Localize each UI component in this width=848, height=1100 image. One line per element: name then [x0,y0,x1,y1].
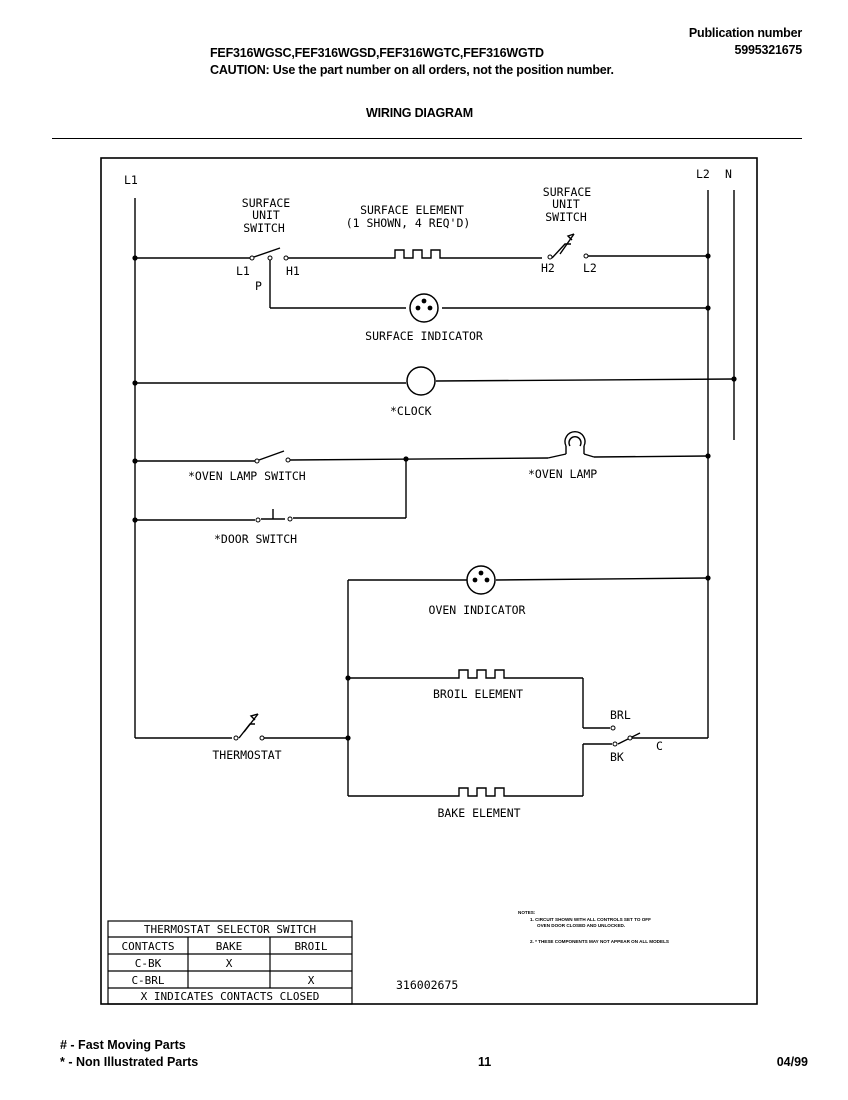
wires [100,157,758,1005]
surface-switch-right-line2: UNIT [552,197,580,211]
label-n: N [725,167,732,181]
clock-motor [406,366,436,396]
header-rule [52,138,802,139]
surface-switch-right-line1: SURFACE [543,185,592,199]
page-number: 11 [478,1055,492,1069]
surface-indicator-lamp [409,293,439,323]
table-header-bake: BAKE [216,940,243,953]
surface-switch-left-line2: UNIT [252,208,280,222]
caution-line: CAUTION: Use the part number on all orde… [210,63,614,77]
oven-lamp-label: *OVEN LAMP [528,467,597,481]
table-header-broil: BROIL [294,940,327,953]
terminal-h1-label: H1 [286,264,300,278]
surface-switch-left-line1: SURFACE [242,196,291,210]
note-1a: 1. CIRCUIT SHOWN WITH ALL CONTROLS SET T… [530,917,651,922]
drawing-number: 316002675 [396,978,458,992]
selector-c-label: C [656,739,663,753]
note-2: 2. * THESE COMPONENTS MAY NOT APPEAR ON … [530,939,669,944]
surface-element-line1: SURFACE ELEMENT [360,203,464,217]
surface-switch-right-blade [551,243,571,259]
publication-label: Publication number [688,26,802,40]
surface-element-symbol [388,249,447,259]
surface-switch-right-line3: SWITCH [545,210,587,224]
bake-element-label: BAKE ELEMENT [437,806,520,820]
terminal-p-label: P [255,279,262,293]
thermostat-label: THERMOSTAT [212,748,281,762]
oven-indicator-lamp [466,565,496,595]
oven-lamp-switch-label: *OVEN LAMP SWITCH [188,469,306,483]
revision-date: 04/99 [776,1055,808,1069]
surface-element-line2: (1 SHOWN, 4 REQ'D) [346,216,471,230]
table-header-contacts: CONTACTS [122,940,175,953]
terminal-l2-label: L2 [583,261,597,275]
label-l1: L1 [124,173,138,187]
door-switch-label: *DOOR SWITCH [214,532,297,546]
caution-prefix: CAUTION: [210,63,270,77]
model-numbers: FEF316WGSC,FEF316WGSD,FEF316WGTC,FEF316W… [210,46,544,60]
thermostat-selector-table [107,920,353,1005]
table-title: THERMOSTAT SELECTOR SWITCH [144,923,316,936]
caution-text: Use the part number on all orders, not t… [269,63,614,77]
terminal-h2-label: H2 [541,261,555,275]
selector-brl-label: BRL [610,708,631,722]
terminal-l1-label: L1 [236,264,250,278]
legend-fast-moving: # - Fast Moving Parts [60,1038,186,1052]
oven-lamp-bulb [564,430,586,447]
table-cell: X [226,957,233,970]
diagram-border [100,157,758,1005]
broil-element-symbol [452,669,511,679]
thermostat-blade [238,723,255,739]
selector-bk-label: BK [610,750,624,764]
table-cell: C-BK [135,957,162,970]
legend-non-illustrated: * - Non Illustrated Parts [60,1055,199,1069]
surface-switch-left-line3: SWITCH [243,221,285,235]
notes-title: NOTES: [518,910,536,915]
table-cell: X [308,974,315,987]
table-cell: C-BRL [131,974,164,987]
surface-indicator-label: SURFACE INDICATOR [365,329,483,343]
oven-indicator-label: OVEN INDICATOR [429,603,526,617]
note-1b: OVEN DOOR CLOSED AND UNLOCKED. [537,923,625,928]
clock-label: *CLOCK [390,404,432,418]
table-footer: X INDICATES CONTACTS CLOSED [141,990,320,1003]
oven-lamp-switch-blade [258,450,285,461]
label-l2: L2 [696,167,710,181]
publication-number: 5995321675 [734,43,802,57]
bake-element-symbol [452,787,511,797]
diagram-title: WIRING DIAGRAM [366,106,473,120]
broil-element-label: BROIL ELEMENT [433,687,523,701]
surface-switch-left-blade [253,247,281,258]
